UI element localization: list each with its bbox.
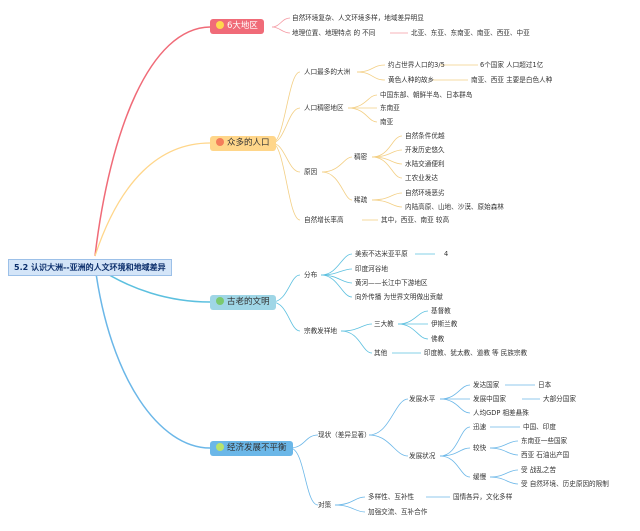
population-most-item: 6个国家 人口超过1亿 — [480, 61, 544, 69]
population-thick: 稠密 — [354, 153, 368, 161]
economy-condition: 发展状况 — [409, 452, 436, 460]
religion-item: 伊斯兰教 — [431, 320, 458, 328]
economy-developed: 发达国家 — [473, 381, 500, 389]
economy-fast: 迅速 — [473, 423, 487, 431]
thick-reason: 工农业发达 — [405, 174, 438, 182]
branch-link-economy — [94, 265, 211, 449]
branch-population[interactable]: 众多的人口 — [210, 136, 276, 151]
religion-other: 其他 — [374, 349, 388, 357]
smiley-icon — [216, 443, 224, 451]
thick-reason: 水陆交通便利 — [405, 160, 445, 168]
population-most: 人口最多的大洲 — [304, 68, 351, 76]
economy-gdp: 人均GDP 相差悬殊 — [473, 409, 529, 417]
population-dense: 人口稠密地区 — [304, 104, 344, 112]
population-dense-item: 南亚 — [380, 118, 394, 126]
civilization-distribution: 分布 — [304, 271, 318, 279]
branch-link-population — [94, 142, 211, 257]
civilization-religion: 宗教发祥地 — [304, 327, 337, 335]
population-growth: 自然增长率高 — [304, 216, 344, 224]
population-most-item: 南亚、西亚 主要是白色人种 — [471, 76, 553, 84]
civilization-note: 4 — [444, 250, 449, 258]
sparse-reason: 自然环境恶劣 — [405, 189, 445, 197]
globe-icon — [216, 297, 224, 305]
branch-civilization[interactable]: 古老的文明 — [210, 295, 276, 310]
economy-exchange: 加强交流、互补合作 — [368, 508, 428, 516]
house-icon — [216, 138, 224, 146]
religion-three: 三大教 — [374, 320, 394, 328]
thick-reason: 开发历史悠久 — [405, 146, 445, 154]
economy-slow-item: 受 自然环境、历史原因的限制 — [521, 480, 609, 488]
economy-faster-item: 西亚 石油出产国 — [521, 451, 570, 459]
branch-economy[interactable]: 经济发展不平衡 — [210, 441, 293, 456]
religion-other-detail: 印度教、犹太教、道教 等 民族宗教 — [424, 349, 528, 357]
civilization-site: 向外传播 为世界文明做出贡献 — [355, 293, 443, 301]
population-sparse: 稀疏 — [354, 196, 368, 204]
sparse-reason: 内陆高原、山地、沙漠、原始森林 — [405, 203, 504, 211]
civilization-site: 印度河谷地 — [355, 265, 388, 273]
economy-status: 现状（差异显著） — [318, 431, 371, 439]
economy-japan: 日本 — [538, 381, 552, 389]
economy-slow-item: 受 战乱之苦 — [521, 466, 557, 474]
economy-slow: 缓慢 — [473, 473, 487, 481]
regions-item: 自然环境复杂、人文环境多样，地域差异明显 — [292, 14, 424, 22]
population-most-item: 黄色人种的故乡 — [388, 76, 435, 84]
economy-diversity-detail: 国情各异，文化多样 — [453, 493, 513, 501]
population-dense-item: 中国东部、朝鲜半岛、日本群岛 — [380, 91, 473, 99]
civilization-site: 美索不达米亚平原 — [355, 250, 408, 258]
branch-link-regions — [94, 26, 211, 257]
smiley-icon — [216, 21, 224, 29]
regions-item: 地理位置、地理特点 的 不同 — [292, 29, 376, 37]
population-growth-detail: 其中，西亚、南亚 较高 — [381, 216, 450, 224]
population-most-item: 约占世界人口的3/5 — [388, 61, 445, 69]
economy-measures: 对策 — [318, 501, 332, 509]
population-dense-item: 东南亚 — [380, 104, 400, 112]
thick-reason: 自然条件优越 — [405, 132, 445, 140]
economy-level: 发展水平 — [409, 395, 436, 403]
regions-item: 北亚、东亚、东南亚、南亚、西亚、中亚 — [411, 29, 530, 37]
economy-fast-detail: 中国、印度 — [523, 423, 556, 431]
economy-faster: 较快 — [473, 444, 487, 452]
root-topic[interactable]: 5.2 认识大洲--亚洲的人文环境和地域差异 — [8, 259, 172, 276]
branch-regions[interactable]: 6大地区 — [210, 19, 264, 34]
economy-diversity: 多样性、互补性 — [368, 493, 415, 501]
economy-faster-item: 东南亚一些国家 — [521, 437, 568, 445]
religion-item: 基督教 — [431, 307, 451, 315]
civilization-site: 黄河——长江中下游地区 — [355, 279, 428, 287]
population-reason: 原因 — [304, 168, 318, 176]
economy-most-countries: 大部分国家 — [543, 395, 576, 403]
economy-developing: 发展中国家 — [473, 395, 506, 403]
religion-item: 佛教 — [431, 335, 445, 343]
